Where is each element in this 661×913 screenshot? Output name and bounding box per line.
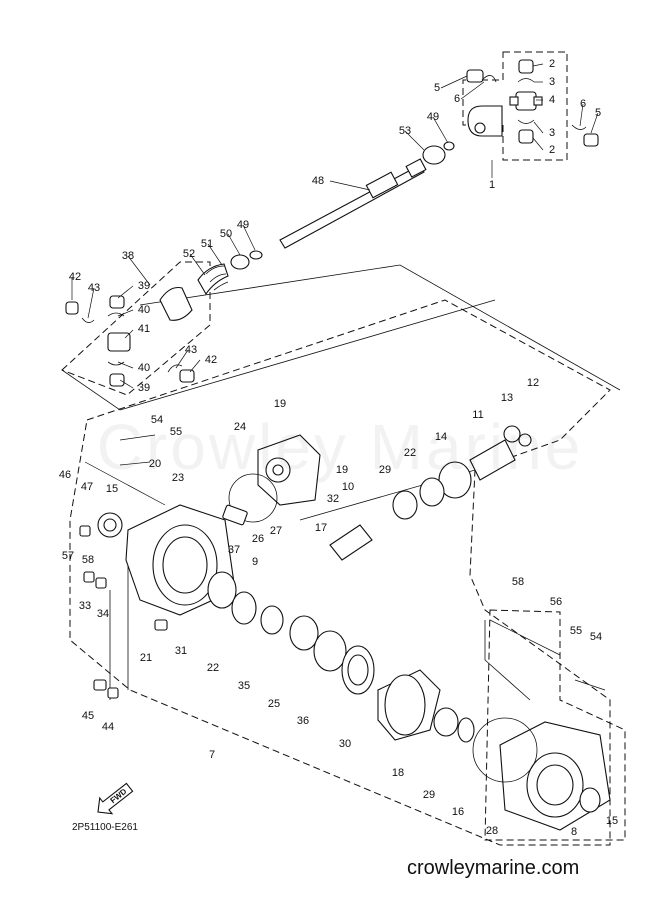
callout-41: 41 xyxy=(138,323,150,335)
connector-lines xyxy=(61,264,621,701)
callout-32: 32 xyxy=(327,493,339,505)
callout-39b: 39 xyxy=(138,382,150,394)
callout-56: 56 xyxy=(550,596,562,608)
group-boxes xyxy=(61,51,626,846)
callout-42a: 42 xyxy=(69,271,81,283)
callout-17: 17 xyxy=(315,522,327,534)
callout-25: 25 xyxy=(268,698,280,710)
gear-train xyxy=(260,425,532,743)
callout-27: 27 xyxy=(270,525,282,537)
callout-30: 30 xyxy=(339,738,351,750)
callout-6a: 6 xyxy=(454,93,460,105)
callout-54a: 54 xyxy=(151,414,163,426)
callout-49a: 49 xyxy=(427,111,439,123)
callout-57: 57 xyxy=(62,550,74,562)
callout-29b: 29 xyxy=(423,789,435,801)
callout-55b: 55 xyxy=(570,625,582,637)
callout-21: 21 xyxy=(140,652,152,664)
callout-43a: 43 xyxy=(88,282,100,294)
drive-shaft xyxy=(230,141,455,270)
callout-14: 14 xyxy=(435,431,447,443)
callout-2a: 2 xyxy=(549,58,555,70)
callout-6b: 6 xyxy=(580,98,586,110)
fasteners xyxy=(79,434,606,699)
callout-28: 28 xyxy=(486,825,498,837)
callout-54b: 54 xyxy=(590,631,602,643)
callout-42b: 42 xyxy=(205,354,217,366)
callout-22a: 22 xyxy=(207,662,219,674)
callout-40b: 40 xyxy=(138,362,150,374)
callout-20: 20 xyxy=(149,458,161,470)
front-housing xyxy=(97,504,257,631)
callout-23: 23 xyxy=(172,472,184,484)
callout-12: 12 xyxy=(527,377,539,389)
callout-9: 9 xyxy=(252,556,258,568)
universal-joint-lower xyxy=(65,286,195,387)
callout-4: 4 xyxy=(549,94,555,106)
callout-10: 10 xyxy=(342,481,354,493)
leader-lines xyxy=(71,63,599,389)
callout-2b: 2 xyxy=(549,144,555,156)
callout-48: 48 xyxy=(312,175,324,187)
callout-16: 16 xyxy=(452,806,464,818)
callout-44: 44 xyxy=(102,721,114,733)
callout-3a: 3 xyxy=(549,76,555,88)
callout-35: 35 xyxy=(238,680,250,692)
callout-7: 7 xyxy=(209,749,215,761)
motor-cover xyxy=(222,434,321,526)
callout-34: 34 xyxy=(97,608,109,620)
callout-53: 53 xyxy=(399,125,411,137)
callout-18: 18 xyxy=(392,767,404,779)
callout-52: 52 xyxy=(183,248,195,260)
callout-58b: 58 xyxy=(512,576,524,588)
callout-36: 36 xyxy=(297,715,309,727)
callout-40a: 40 xyxy=(138,304,150,316)
callout-43b: 43 xyxy=(185,344,197,356)
callout-58a: 58 xyxy=(82,554,94,566)
callout-45: 45 xyxy=(82,710,94,722)
fwd-arrow: FWD xyxy=(97,782,134,815)
callout-49b: 49 xyxy=(237,219,249,231)
callout-46: 46 xyxy=(59,469,71,481)
callout-29a: 29 xyxy=(379,464,391,476)
callout-15b: 15 xyxy=(606,815,618,827)
callout-labels: 1 2 2 3 3 4 5 5 6 6 7 8 9 10 11 12 13 14… xyxy=(59,58,618,838)
callout-5a: 5 xyxy=(434,82,440,94)
callout-19a: 19 xyxy=(274,398,286,410)
callout-37: 37 xyxy=(228,544,240,556)
callout-31: 31 xyxy=(175,645,187,657)
callout-5b: 5 xyxy=(595,107,601,119)
callout-55a: 55 xyxy=(170,426,182,438)
callout-47: 47 xyxy=(81,481,93,493)
callout-11: 11 xyxy=(472,409,483,421)
site-footer[interactable]: crowleymarine.com xyxy=(407,857,580,879)
callout-1: 1 xyxy=(489,179,495,191)
callout-39a: 39 xyxy=(138,280,150,292)
callout-22b: 22 xyxy=(404,447,416,459)
callout-13: 13 xyxy=(501,392,513,404)
diagram-code: 2P51100-E261 xyxy=(72,822,138,833)
callout-15a: 15 xyxy=(106,483,118,495)
universal-joint-top xyxy=(466,59,599,147)
callout-51: 51 xyxy=(201,238,213,250)
boot xyxy=(197,263,229,296)
callout-24: 24 xyxy=(234,421,246,433)
callout-8: 8 xyxy=(571,826,577,838)
rear-housing xyxy=(472,717,611,831)
callout-26: 26 xyxy=(252,533,264,545)
callout-38: 38 xyxy=(122,250,134,262)
callout-33: 33 xyxy=(79,600,91,612)
callout-19b: 19 xyxy=(336,464,348,476)
callout-50: 50 xyxy=(220,228,232,240)
callout-3b: 3 xyxy=(549,127,555,139)
